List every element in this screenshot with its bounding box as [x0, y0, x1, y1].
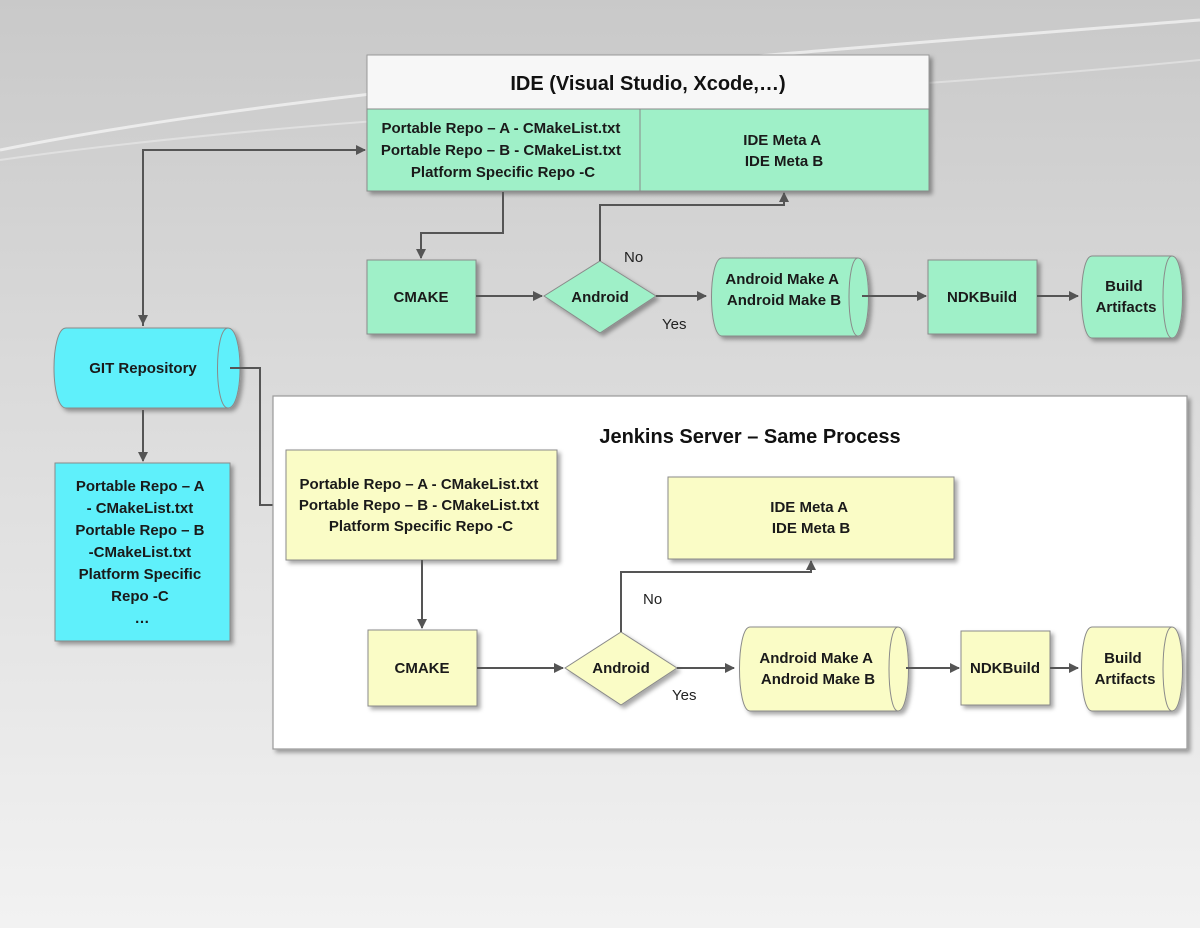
ide-artifacts-text: Build Artifacts	[1096, 278, 1157, 316]
git-repository-scroll	[53, 327, 241, 409]
ide-artifacts-scroll	[1081, 255, 1183, 339]
ide-meta-box	[639, 108, 930, 192]
jenkins-repo-box	[285, 449, 558, 561]
jenkins-meta-text: IDE Meta A IDE Meta B	[770, 499, 851, 537]
jenkins-android-label: Android	[592, 660, 650, 677]
jenkins-android-no-arrow	[620, 560, 816, 632]
ide-ndkbuild-box	[927, 259, 1038, 335]
ide-no-label: No	[624, 249, 643, 266]
jenkins-artifacts-text: Build Artifacts	[1095, 650, 1156, 688]
jenkins-meta-box	[667, 476, 955, 560]
ide-android-decision	[543, 260, 657, 334]
ide-android-make-scroll	[711, 257, 869, 337]
jenkins-yes-label: Yes	[672, 687, 696, 704]
jenkins-android-decision	[564, 631, 678, 706]
git-to-ide-arrow	[142, 145, 366, 326]
jenkins-ndkbuild-box	[960, 630, 1051, 706]
jenkins-make-text: Android Make A Android Make B	[759, 650, 876, 688]
ide-repo-box	[366, 108, 641, 192]
jenkins-android-make-scroll	[739, 626, 909, 712]
ide-meta-text: IDE Meta A IDE Meta B	[743, 132, 824, 170]
jenkins-cmake-box	[367, 629, 478, 707]
git-repo-list-text: Portable Repo – A - CMakeList.txt Portab…	[75, 478, 208, 627]
ide-make-text: Android Make A Android Make B	[725, 271, 842, 309]
ide-section	[366, 54, 930, 192]
ide-repo-text: Portable Repo – A - CMakeList.txt Portab…	[381, 120, 625, 181]
ide-title: IDE (Visual Studio, Xcode,…)	[510, 73, 785, 95]
ide-yes-label: Yes	[662, 316, 686, 333]
ide-android-no-arrow	[599, 192, 789, 261]
ide-title-box	[366, 54, 930, 110]
git-repository-label: GIT Repository	[89, 360, 197, 377]
jenkins-cmake-label: CMAKE	[395, 660, 450, 677]
ide-ndk-label: NDKBuild	[947, 289, 1017, 306]
ide-cmake-label: CMAKE	[394, 289, 449, 306]
ide-android-label: Android	[571, 289, 629, 306]
jenkins-title: Jenkins Server – Same Process	[599, 426, 900, 448]
git-repo-list-box	[54, 462, 231, 642]
jenkins-no-label: No	[643, 591, 662, 608]
ide-repo-to-cmake-arrow	[416, 192, 504, 259]
git-to-jenkins-arrow	[230, 367, 285, 510]
jenkins-ndk-label: NDKBuild	[970, 660, 1040, 677]
jenkins-artifacts-scroll	[1081, 626, 1183, 712]
jenkins-repo-text: Portable Repo – A - CMakeList.txt Portab…	[299, 476, 543, 535]
